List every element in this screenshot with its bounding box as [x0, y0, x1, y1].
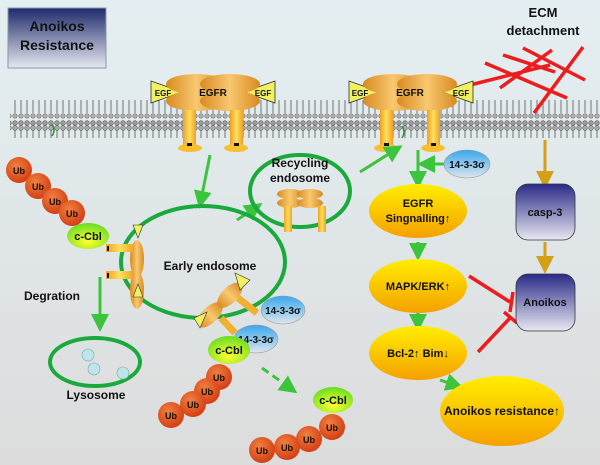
bcl-to-resistance-arrow [439, 373, 464, 391]
ubiquitin-icon [59, 200, 85, 226]
ubiquitin-label: Ub [326, 423, 338, 433]
ubiquitin-label: Ub [303, 435, 315, 445]
egfr-receptor-left: EGF EGF EGFR [150, 74, 276, 152]
egfr-receptor-right: EGF EGF EGFR [348, 74, 474, 152]
svg-text:Bcl-2↑ Bim↓: Bcl-2↑ Bim↓ [387, 348, 449, 360]
svg-text:c-Cbl: c-Cbl [74, 231, 102, 243]
title-box: Anoikos Resistance [7, 7, 107, 69]
ubiquitin-icon [249, 437, 275, 463]
node-anoikos-resistance: Anoikos resistance↑ [440, 376, 564, 446]
title-line1: Anoikos [29, 18, 84, 34]
svg-text:MAPK/ERK↑: MAPK/ERK↑ [386, 281, 450, 293]
svg-text:c-Cbl: c-Cbl [319, 395, 347, 407]
svg-text:14-3-3σ: 14-3-3σ [265, 306, 301, 317]
ubiquitin-label: Ub [201, 387, 213, 397]
ubiquitin-label: Ub [187, 400, 199, 410]
svg-text:EGF: EGF [453, 89, 470, 98]
ubiquitin-icon [6, 157, 32, 183]
svg-text:Anoikos: Anoikos [523, 297, 566, 309]
svg-text:14-3-3σ: 14-3-3σ [238, 335, 274, 346]
sigma-protein: 14-3-3σ [260, 295, 306, 325]
svg-text:endosome: endosome [270, 171, 330, 185]
recycling-endosome: Recycling endosome [248, 153, 352, 232]
early-endosome: Early endosome [119, 204, 287, 320]
ubiquitin-icon [274, 434, 300, 460]
egf-ligand-icon [150, 80, 184, 104]
ubiquitin-icon [319, 414, 345, 440]
ubiquitin-icon [180, 391, 206, 417]
svg-text:EGF: EGF [155, 89, 172, 98]
recycle-to-membrane-arrow [359, 145, 403, 174]
ecm-label-line1: ECM [529, 5, 558, 20]
ubiquitin-label: Ub [49, 197, 61, 207]
green-arrows [91, 145, 464, 394]
c-cbl-protein: c-Cbl [313, 387, 353, 413]
inhibition-lines [468, 274, 519, 354]
ubiquitin-label: Ub [66, 209, 78, 219]
lysosome: Lysosome [48, 336, 142, 402]
ubiquitin-icon [25, 173, 51, 199]
ubiquitin-label: Ub [281, 443, 293, 453]
ubiquitin-icon [296, 426, 322, 452]
svg-text:casp-3: casp-3 [528, 207, 563, 219]
svg-text:Anoikos resistance↑: Anoikos resistance↑ [444, 404, 560, 418]
ubiquitin-icon [158, 402, 184, 428]
sigma-protein: 14-3-3σ [443, 149, 491, 179]
endosome-receptor-bottom [193, 272, 260, 336]
svg-text:Lysosome: Lysosome [67, 388, 126, 402]
svg-text:EGF: EGF [352, 89, 369, 98]
ubiquitin-label: Ub [32, 182, 44, 192]
ccbl-release-arrow [261, 366, 298, 394]
node-egfr-signalling: EGFR Singnalling↑ [369, 184, 467, 238]
svg-text:Early endosome: Early endosome [164, 259, 257, 273]
svg-text:EGFR: EGFR [199, 88, 228, 99]
node-anoikos: Anoikos [515, 273, 576, 332]
svg-text:c-Cbl: c-Cbl [215, 345, 243, 357]
ubiquitin-label: Ub [165, 411, 177, 421]
ubiquitin-label: Ub [13, 166, 25, 176]
title-line2: Resistance [20, 37, 94, 53]
svg-text:Singnalling↑: Singnalling↑ [386, 213, 451, 225]
ubiquitin-label: Ub [213, 373, 225, 383]
degration-label: Degration [24, 289, 80, 303]
internalization-arrow [193, 154, 212, 209]
svg-text:EGFR: EGFR [403, 198, 434, 210]
c-cbl-protein: c-Cbl [208, 336, 250, 364]
endosome-receptor-left [106, 224, 144, 309]
node-mapk-erk: MAPK/ERK↑ [369, 259, 467, 313]
c-cbl-protein: c-Cbl [67, 223, 109, 249]
egf-ligand-icon [440, 80, 474, 104]
node-casp3: casp-3 [515, 183, 576, 241]
ecm-label-line2: detachment [507, 23, 581, 38]
svg-text:EGF: EGF [255, 89, 272, 98]
svg-text:14-3-3σ: 14-3-3σ [449, 160, 485, 171]
node-bcl2-bim: Bcl-2↑ Bim↓ [369, 326, 467, 380]
svg-text:Recycling: Recycling [272, 156, 329, 170]
svg-text:EGFR: EGFR [396, 88, 425, 99]
ecm-fibers-icon [469, 45, 586, 115]
ecm-detachment: ECM detachment [469, 5, 586, 115]
cell-membrane [10, 100, 600, 139]
ubiquitin-label: Ub [256, 446, 268, 456]
egf-ligand-icon [242, 80, 276, 104]
